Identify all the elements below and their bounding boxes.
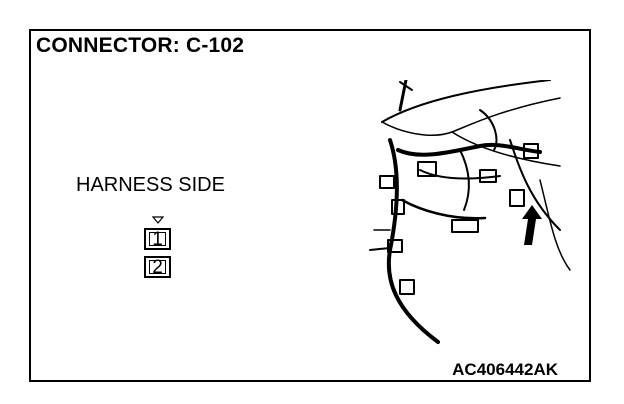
diagram-frame [29, 29, 591, 382]
connector-pin-1: 1 [144, 228, 171, 250]
harness-location-illustration [369, 80, 571, 344]
pin-number-2: 2 [152, 257, 163, 278]
location-arrow-icon [522, 205, 542, 245]
connector-key-triangle-icon [152, 216, 164, 224]
pin-number-1: 1 [152, 229, 163, 250]
harness-side-label: HARNESS SIDE [76, 174, 225, 196]
connector-title: CONNECTOR: C-102 [36, 34, 245, 57]
connector-pin-2: 2 [144, 256, 171, 278]
figure-code: AC406442AK [452, 360, 558, 379]
